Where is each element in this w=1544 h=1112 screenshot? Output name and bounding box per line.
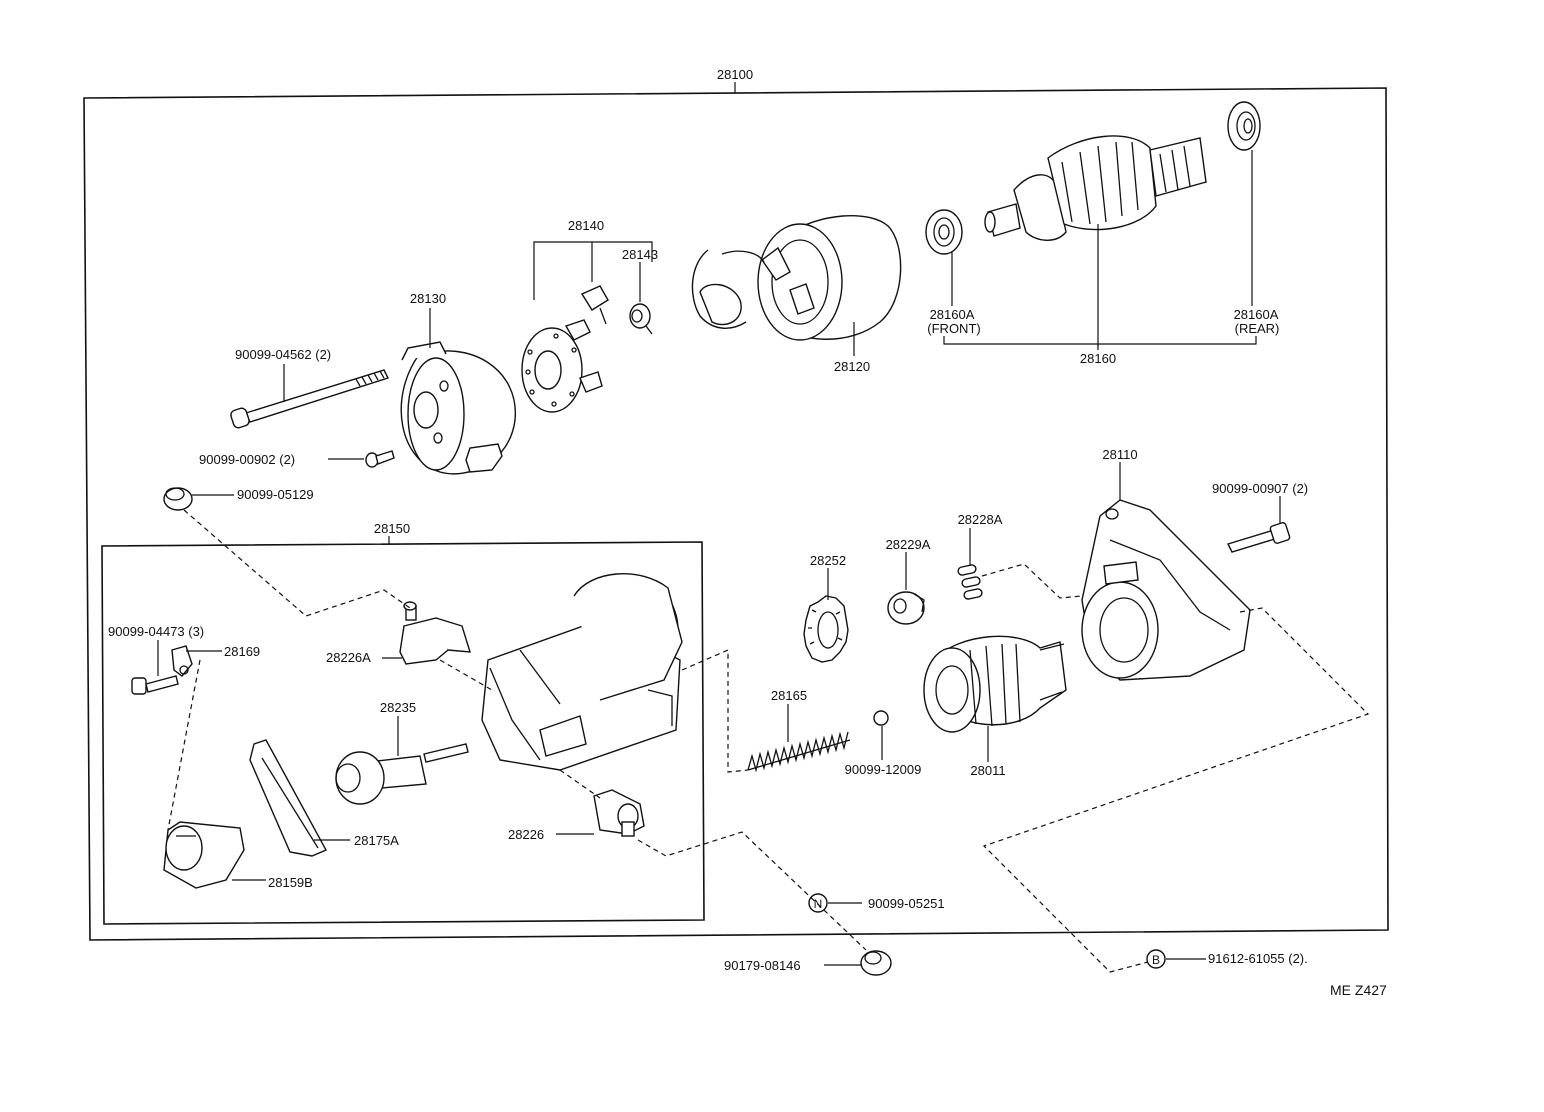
front-bearing-part [925,209,963,255]
starter-housing-part [1081,499,1251,681]
commutator-end-frame-part [400,341,516,475]
label-commutator-end-frame: 28130 [410,291,446,306]
steel-ball-part [873,710,889,726]
through-bolt-part [230,369,389,429]
magnetic-switch-part [481,573,683,771]
label-terminal-kit: 28226 [508,827,544,842]
cap-part [163,487,193,511]
retainer-part [887,591,925,625]
label-terminal-kit-a: 28226A [326,650,371,665]
starter-clutch-part [923,635,1067,733]
bolt-code-symbol [1146,949,1166,969]
brush-holder-part [521,285,609,413]
label-lead-clamp: 28169 [224,644,260,659]
housing-bolt-part [1227,522,1291,553]
label-starter-clutch: 28011 [970,763,1005,778]
rear-bearing-part [1227,101,1261,151]
label-cap: 90099-05129 [237,487,314,502]
label-diagram-code: ME Z427 [1330,982,1387,998]
label-roller: 28228A [958,512,1003,527]
label-yoke: 28120 [834,359,870,374]
label-armature: 28160 [1080,351,1116,366]
armature-part [984,135,1207,241]
magnetic-switch-frame [101,541,705,925]
yoke-part [691,215,902,341]
label-bolt-d: 91612-61055 (2). [1208,951,1308,966]
label-bearing-rear: 28160A [1234,307,1279,322]
label-assembly: 28100 [717,67,753,82]
label-boot: 90179-08146 [724,958,801,973]
label-bearing-front: 28160A [930,307,975,322]
label-plunger: 28235 [380,700,416,715]
label-bolt-b: 90099-00907 (2) [1212,481,1308,496]
end-cover-part [163,821,245,889]
switch-bolt-part [131,675,179,695]
label-starter-housing: 28110 [1102,447,1137,462]
idle-gear-part [803,595,849,663]
label-through-bolt: 90099-04562 (2) [235,347,331,362]
label-bearing-rear-note: (REAR) [1235,321,1280,336]
plunger-part [335,743,469,805]
terminal-kit-a-part [399,601,471,665]
label-brush-holder: 28140 [568,218,604,233]
label-end-cover: 28159B [268,875,313,890]
label-retainer: 28229A [886,537,931,552]
nut-code-symbol [808,893,828,913]
screw-part [365,450,395,468]
gasket-part [249,739,327,857]
label-screw-a: 90099-00902 (2) [199,452,295,467]
label-magnetic-switch: 28150 [374,521,410,536]
label-bolt-c: 90099-04473 (3) [108,624,204,639]
label-nut-code: N [814,897,823,911]
compression-spring-part [747,731,851,773]
lead-clamp-part [171,645,193,677]
label-nut: 90099-05251 [868,896,945,911]
label-idle-gear: 28252 [810,553,846,568]
label-steel-ball: 90099-12009 [845,762,922,777]
brush-spring-part [629,303,653,335]
terminal-kit-part [593,789,645,837]
label-bolt-code: B [1152,953,1160,967]
label-brush-spring: 28143 [622,247,658,262]
boot-part [860,950,892,976]
roller-part [957,564,983,600]
assembly-frame [83,87,1389,941]
label-gasket: 28175A [354,833,399,848]
label-compression-spring: 28165 [771,688,807,703]
label-bearing-front-note: (FRONT) [927,321,980,336]
